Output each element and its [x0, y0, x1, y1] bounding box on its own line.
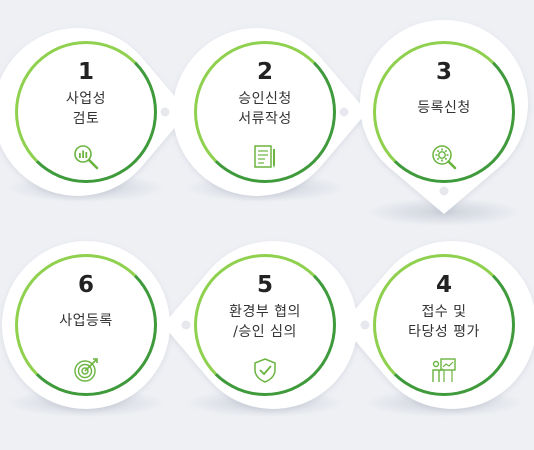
- step-2-tip-dot: [339, 107, 349, 117]
- step-2-label-line-2: 서류작성: [238, 111, 292, 127]
- step-2-number: 2: [256, 59, 273, 85]
- step-4-tip-dot: [360, 320, 370, 330]
- magnifier-gear-icon: [432, 145, 457, 170]
- step-3-label: 등록신청: [417, 98, 471, 118]
- step-4-label-line-1: 접수 및: [421, 304, 467, 320]
- step-3-number: 3: [435, 59, 452, 85]
- step-5-label: 환경부 협의 /승인 심의: [229, 302, 301, 342]
- step-3: 3 등록신청: [373, 41, 515, 183]
- presentation-icon: [432, 358, 456, 382]
- step-4-number: 4: [435, 272, 452, 298]
- step-6-label-line-1: 사업등록: [59, 313, 113, 329]
- step-2-label: 승인신청 서류작성: [238, 89, 292, 129]
- step-2: 2 승인신청 서류작성: [194, 41, 336, 183]
- step-5-label-line-2: /승인 심의: [233, 324, 297, 340]
- step-1-tip-dot: [160, 107, 170, 117]
- step-4: 4 접수 및 타당성 평가: [373, 254, 515, 396]
- magnifier-chart-icon: [74, 145, 99, 170]
- document-pen-icon: [254, 145, 275, 168]
- step-5-label-line-1: 환경부 협의: [229, 304, 301, 320]
- step-6: 6 사업등록: [15, 254, 157, 396]
- step-1-label: 사업성 검토: [66, 89, 106, 129]
- step-1-number: 1: [77, 59, 94, 85]
- target-arrow-icon: [74, 358, 98, 382]
- step-5: 5 환경부 협의 /승인 심의: [194, 254, 336, 396]
- step-5-tip-dot: [181, 320, 191, 330]
- step-2-label-line-1: 승인신청: [238, 91, 292, 107]
- step-3-label-line-1: 등록신청: [417, 100, 471, 116]
- step-3-tip-dot: [439, 186, 449, 196]
- step-4-label-line-2: 타당성 평가: [408, 324, 480, 340]
- step-5-number: 5: [256, 272, 273, 298]
- step-1-label-line-2: 검토: [72, 111, 100, 127]
- step-1: 1 사업성 검토: [15, 41, 157, 183]
- step-6-label: 사업등록: [59, 311, 113, 331]
- step-1-label-line-1: 사업성: [65, 91, 107, 107]
- step-4-label: 접수 및 타당성 평가: [408, 302, 480, 342]
- step-6-number: 6: [77, 272, 94, 298]
- shield-check-icon: [254, 358, 276, 383]
